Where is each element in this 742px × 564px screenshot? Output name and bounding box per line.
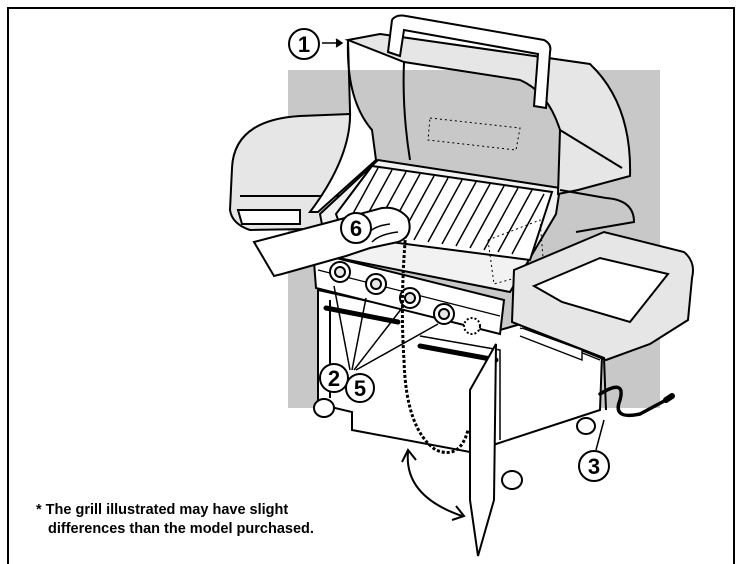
lid-handle (386, 14, 552, 110)
svg-text:1: 1 (298, 32, 310, 57)
power-cord (598, 385, 675, 418)
door-swing-arrow (401, 448, 466, 521)
disclaimer-line-1: * The grill illustrated may have slight (36, 502, 288, 518)
igniter-button-icon (463, 317, 481, 335)
grill-lid (308, 32, 636, 233)
leader-lines (322, 38, 605, 451)
disclaimer-line-2: differences than the model purchased. (48, 521, 314, 537)
svg-text:6: 6 (350, 216, 362, 241)
callout-3: 3 (578, 450, 610, 482)
svg-text:2: 2 (328, 366, 340, 391)
callout-5: 5 (345, 373, 375, 403)
right-side-table (510, 230, 694, 411)
control-knobs (329, 261, 481, 335)
callout-6: 6 (340, 212, 372, 244)
callout-2: 2 (319, 363, 349, 393)
callout-1: 1 (288, 28, 320, 60)
svg-text:3: 3 (588, 454, 600, 479)
cabinet-door (469, 343, 497, 557)
diagram-border (7, 7, 735, 564)
svg-text:5: 5 (354, 376, 366, 401)
